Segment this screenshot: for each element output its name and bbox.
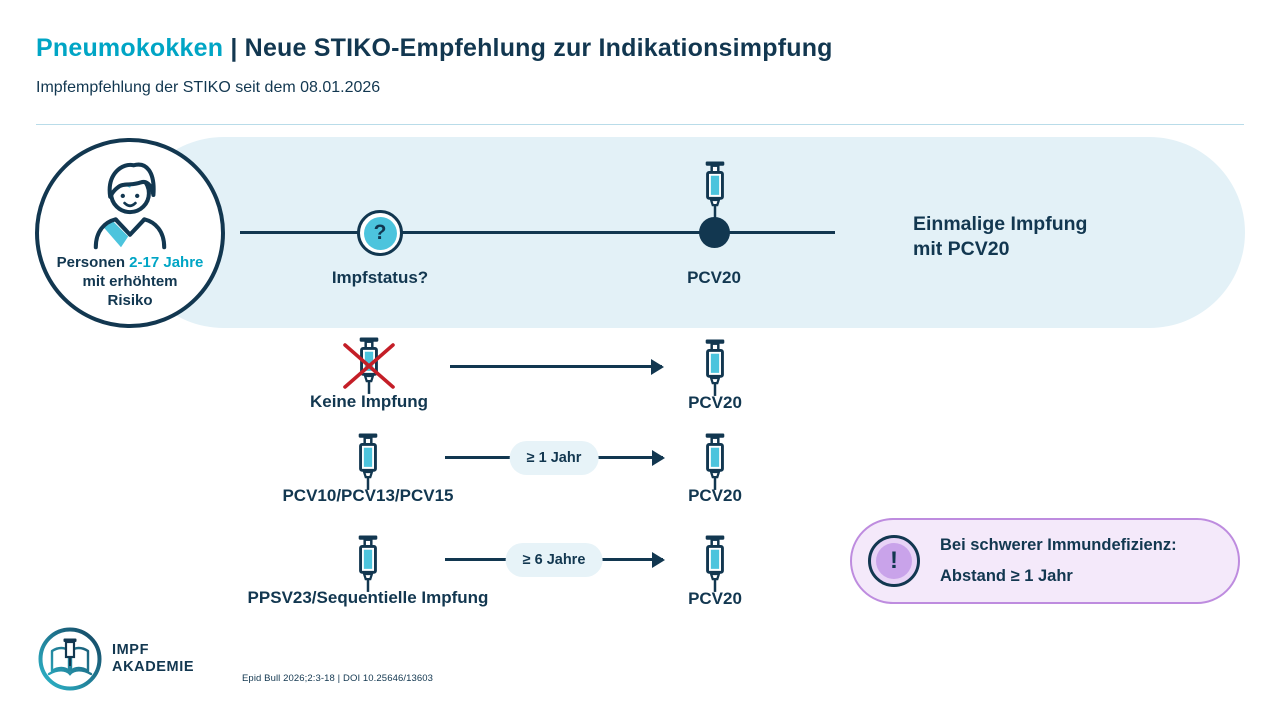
row3-target-label: PCV20 (688, 589, 742, 608)
impfstatus-label: Impfstatus? (331, 268, 429, 287)
person-icon (93, 162, 167, 250)
flow-arrow: ≥ 1 Jahr (445, 440, 663, 475)
page-subtitle: Impfempfehlung der STIKO seit dem 08.01.… (36, 79, 381, 96)
timeline-dot (699, 217, 730, 248)
row3-source-label: PPSV23/Sequentielle Impfung (247, 588, 489, 607)
title-rest: | Neue STIKO-Empfehlung zur Indikationsi… (230, 34, 833, 62)
immunodeficiency-note: ! Bei schwerer Immundefizienz: Abstand ≥… (850, 518, 1240, 604)
syringe-icon (700, 160, 730, 220)
result-line2: mit PCV20 (913, 238, 1010, 260)
syringe-icon (700, 534, 730, 594)
logo-icon (38, 627, 102, 691)
question-node: ? (357, 210, 403, 256)
row2-target-label: PCV20 (688, 486, 742, 505)
syringe-icon (700, 338, 730, 398)
impfakademie-logo: IMPF AKADEMIE (37, 626, 194, 692)
flow-arrow (450, 365, 662, 368)
note-line2: Abstand ≥ 1 Jahr (940, 567, 1073, 585)
timeline-line (240, 231, 835, 234)
page-title: Pneumokokken | Neue STIKO-Empfehlung zur… (36, 34, 833, 63)
row2-source-label: PCV10/PCV13/PCV15 (282, 486, 454, 505)
note-text: Bei schwerer Immundefizienz: Abstand ≥ 1… (940, 530, 1177, 592)
citation-text: Epid Bull 2026;2:3-18 | DOI 10.25646/136… (242, 673, 433, 684)
header-divider (36, 124, 1244, 125)
interval-badge: ≥ 1 Jahr (509, 440, 599, 475)
note-line1: Bei schwerer Immundefizienz: (940, 536, 1177, 554)
row1-source-label: Keine Impfung (309, 392, 429, 411)
result-text: Einmalige Impfung mit PCV20 (913, 212, 1087, 262)
timeline-pcv20-label: PCV20 (687, 268, 741, 287)
alert-icon: ! (868, 535, 920, 587)
result-line1: Einmalige Impfung (913, 213, 1088, 235)
audience-label: Personen 2-17 Jahre mit erhöhtem Risiko (57, 253, 204, 310)
logo-text: IMPF AKADEMIE (112, 642, 195, 675)
question-mark-icon: ? (363, 216, 397, 250)
audience-line1: Personen 2-17 Jahre (56, 254, 204, 271)
audience-line3: Risiko (107, 292, 153, 309)
syringe-icon (700, 432, 730, 492)
audience-line2: mit erhöhtem (82, 273, 178, 290)
syringe-icon (353, 534, 383, 594)
row1-target-label: PCV20 (688, 393, 742, 412)
title-accent: Pneumokokken (36, 34, 224, 62)
cross-icon (343, 343, 395, 389)
syringe-icon (353, 432, 383, 492)
interval-badge: ≥ 6 Jahre (505, 542, 603, 577)
audience-circle: Personen 2-17 Jahre mit erhöhtem Risiko (35, 138, 225, 328)
flow-arrow: ≥ 6 Jahre (445, 542, 663, 577)
